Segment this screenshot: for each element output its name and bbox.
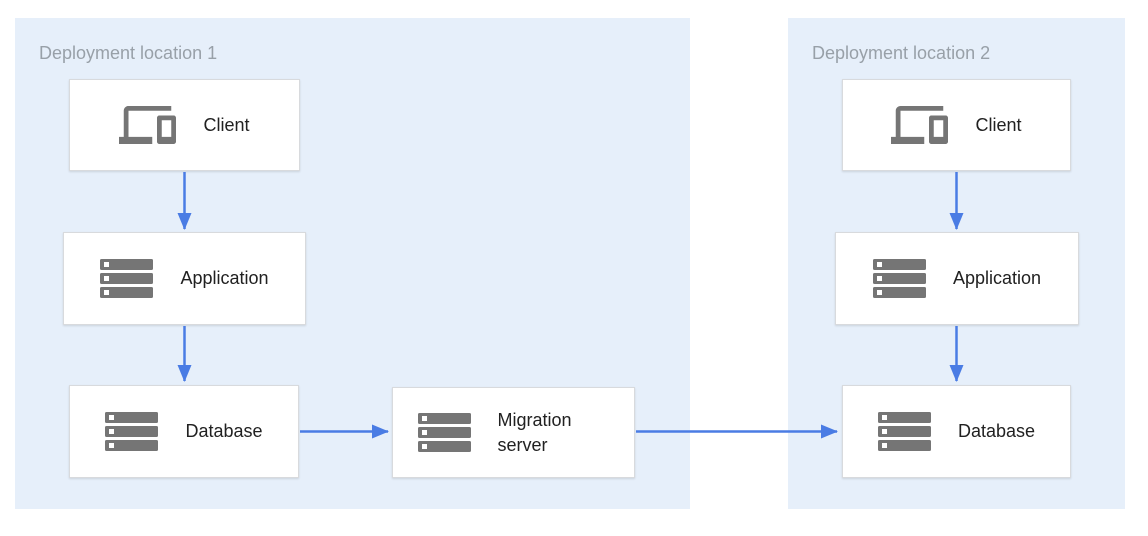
server-stack-icon (417, 413, 471, 452)
node-label: Application (180, 268, 269, 288)
node-label: Client (975, 114, 1022, 135)
node-label: Migration server (497, 409, 572, 455)
node-database-2: Database (842, 385, 1071, 478)
devices-icon (891, 106, 949, 144)
devices-icon (119, 106, 177, 144)
node-database-1: Database (69, 385, 299, 478)
server-stack-icon (872, 259, 926, 298)
server-stack-icon (105, 412, 159, 451)
node-application-2: Application (835, 232, 1079, 325)
region-label: Deployment location 2 (812, 43, 991, 63)
server-stack-icon (877, 412, 931, 451)
node-application-1: Application (63, 232, 306, 325)
node-client-1: Client (69, 79, 300, 171)
node-label: Application (952, 268, 1042, 288)
node-migration-server: Migration server (392, 387, 635, 478)
server-stack-icon (100, 259, 154, 298)
node-client-2: Client (842, 79, 1071, 171)
node-label: Client (203, 114, 250, 135)
node-label: Database (957, 421, 1036, 441)
node-label: Database (185, 421, 263, 441)
region-label: Deployment location 1 (39, 43, 218, 63)
